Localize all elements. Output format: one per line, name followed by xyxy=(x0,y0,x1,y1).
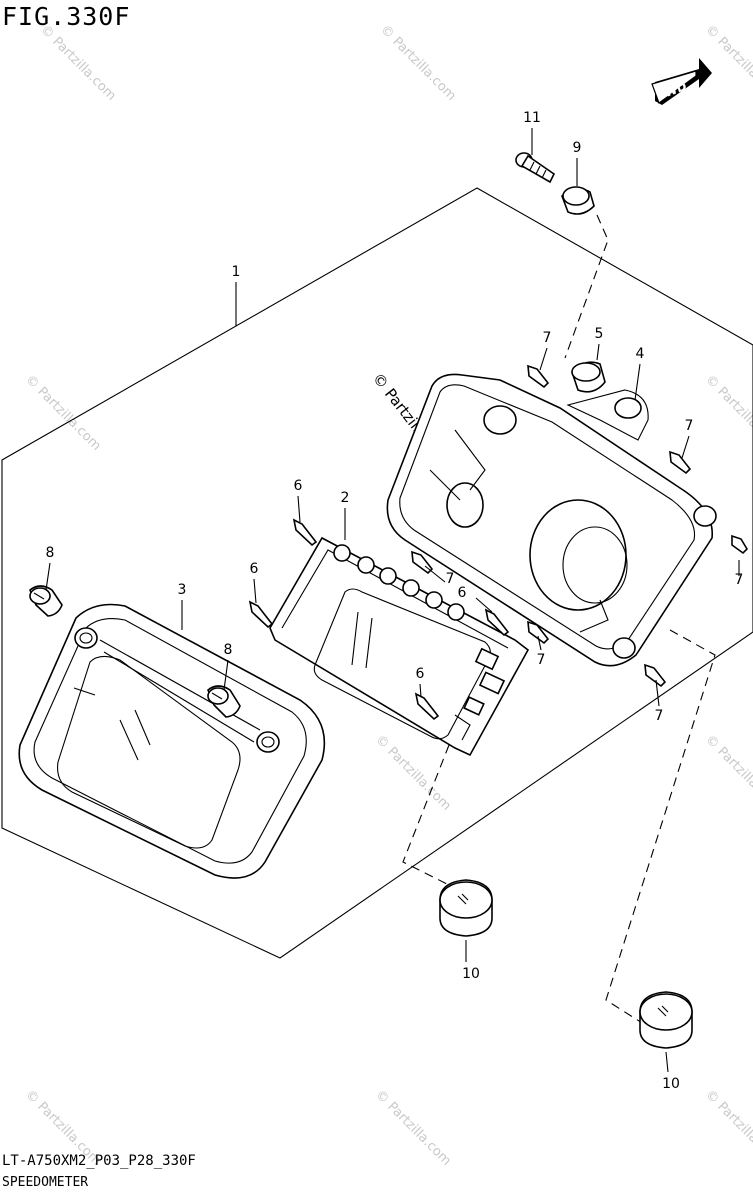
cushion-9-icon xyxy=(561,186,595,215)
callout-7: 7 xyxy=(655,708,664,724)
fwd-arrow-icon: FWD xyxy=(651,58,712,105)
rubber-mount-10-left-icon xyxy=(439,879,493,937)
screw-7-icons xyxy=(411,364,749,688)
alignment-lines xyxy=(402,214,716,1029)
rubber-mount-10-right-icon xyxy=(639,991,693,1049)
watermark-text: © Partzilla.com xyxy=(372,1087,454,1169)
watermark-text: © Partzilla.com xyxy=(702,1087,753,1169)
watermark-text: © Partzilla.com xyxy=(37,22,119,104)
diagram-code: LT-A750XM2_P03_P28_330F xyxy=(2,1153,196,1169)
callout-10: 10 xyxy=(462,966,480,982)
callout-7: 7 xyxy=(543,330,552,346)
callout-6: 6 xyxy=(250,561,259,577)
screw-6-icons xyxy=(248,518,510,721)
leader-lines xyxy=(45,128,740,1073)
callout-6: 6 xyxy=(294,478,303,494)
assembly-boundary xyxy=(1,187,753,959)
watermark-text: © Partzilla.com xyxy=(372,732,454,814)
callout-7: 7 xyxy=(685,418,694,434)
callout-1: 1 xyxy=(232,264,241,280)
callout-9: 9 xyxy=(573,140,582,156)
screw-8-right-icon xyxy=(207,685,241,718)
watermark-text: © Partzilla.com xyxy=(702,372,753,454)
screw-8-left-icon xyxy=(29,585,63,617)
callout-8: 8 xyxy=(46,545,55,561)
figure-title: FIG.330F xyxy=(2,2,131,31)
callout-6: 6 xyxy=(458,585,467,601)
diagram-name: SPEEDOMETER xyxy=(2,1175,89,1190)
callout-7: 7 xyxy=(537,652,546,668)
callout-4: 4 xyxy=(636,346,645,362)
bolt-11-icon xyxy=(515,152,556,184)
rear-meter-case xyxy=(386,373,717,667)
callout-3: 3 xyxy=(178,582,187,598)
callout-2: 2 xyxy=(341,490,350,506)
watermark-text: © Partzilla.com xyxy=(377,22,459,104)
display-circuit-board xyxy=(269,536,530,757)
watermark-text: © Partzilla.com xyxy=(702,22,753,104)
callout-6: 6 xyxy=(416,666,425,682)
callout-7: 7 xyxy=(446,571,455,587)
callout-7: 7 xyxy=(735,572,744,588)
grommet-5-icon xyxy=(571,361,606,393)
callout-11: 11 xyxy=(523,110,541,126)
callout-8: 8 xyxy=(224,642,233,658)
callout-5: 5 xyxy=(595,326,604,342)
watermark-text: © Partzilla.com xyxy=(702,732,753,814)
front-bezel-cover xyxy=(18,603,326,879)
callout-10: 10 xyxy=(662,1076,680,1092)
